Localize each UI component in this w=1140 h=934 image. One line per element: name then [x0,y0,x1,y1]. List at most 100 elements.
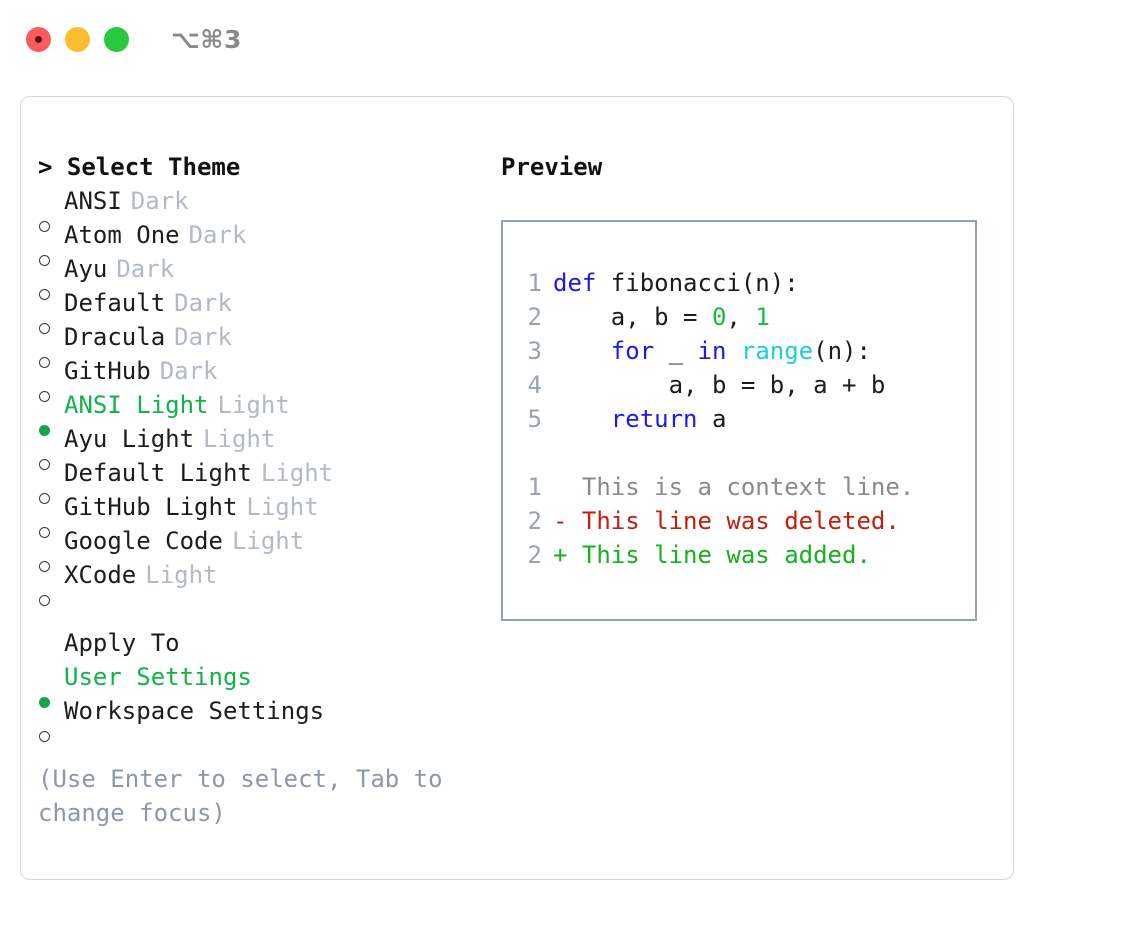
code-token-plain: a, b = [553,303,712,331]
theme-variant-label: Dark [116,255,175,283]
radio-dot [39,731,50,742]
theme-variant-label: Dark [188,221,247,249]
theme-label: GitHub [64,357,151,385]
code-line-number: 1 [527,269,542,297]
apply-to-item[interactable]: Workspace Settings [38,694,488,742]
theme-label: ANSI Light [64,391,209,419]
code-token-plain [553,337,611,365]
theme-item[interactable]: XCode Light [38,558,488,606]
code-line-number: 5 [527,405,542,433]
theme-variant-label: Dark [174,323,232,351]
theme-label: Ayu [64,255,108,283]
radio-dot [39,289,50,300]
code-line-number: 2 [527,303,542,331]
theme-variant-label: Light [203,425,276,453]
page-title: > Select Theme [38,153,241,181]
diff-line-added: 2 + This line was added. [516,538,914,572]
code-line: 4 a, b = b, a + b [516,368,914,402]
theme-variant-label: Dark [159,357,218,385]
radio-dot [39,697,50,708]
code-line: 1 def fibonacci(n): [516,266,914,300]
theme-item[interactable]: Default Dark [38,286,488,334]
theme-item[interactable]: Atom One Dark [38,218,488,266]
theme-item[interactable]: GitHub Dark [38,354,488,402]
radio-dot [39,459,50,470]
code-line: 3 for _ in range(n): [516,334,914,368]
code-line: 2 a, b = 0, 1 [516,300,914,334]
diff-line-number: 2 [527,541,542,569]
diff-line-number: 2 [527,507,542,535]
diff-line-text: This line was added. [567,541,871,569]
theme-item[interactable]: Dracula Dark [38,320,488,368]
code-diff-separator [516,436,914,470]
theme-item[interactable]: Ayu Light Light [38,422,488,470]
code-token-num: 1 [755,303,770,331]
code-line-text: a, b = 0, 1 [553,300,770,334]
apply-to-label: User Settings [64,663,252,691]
code-token-plain [726,337,740,365]
keyboard-shortcut-label: ⌥⌘3 [171,24,242,54]
radio-dot [39,561,50,572]
code-line-text: def fibonacci(n): [553,266,799,300]
theme-label: Default [64,289,166,317]
maximize-window-button[interactable] [104,26,129,52]
keyboard-hint-text: (Use Enter to select, Tab to change focu… [38,765,458,827]
radio-dot [39,255,50,266]
code-token-plain: (n): [813,337,871,365]
apply-to-label: Workspace Settings [64,697,325,725]
code-token-kw: return [610,405,698,433]
close-window-button[interactable] [26,26,51,52]
theme-item[interactable]: ANSI Light Light [38,388,488,436]
radio-dot [39,493,50,504]
theme-item[interactable]: Ayu Dark [38,252,488,300]
theme-label: Atom One [64,221,180,249]
preview-title: Preview [501,153,603,181]
diff-sign: + [553,541,568,569]
code-line-text: return a [553,402,727,436]
code-token-plain [553,405,611,433]
theme-item[interactable]: Default Light Light [38,456,488,504]
theme-variant-label: Light [145,561,218,589]
traffic-light-group [26,26,129,52]
theme-variant-label: Light [217,391,290,419]
apply-to-item[interactable]: User Settings [38,660,488,708]
code-token-kw: def [553,269,611,297]
radio-dot [39,323,50,334]
window-titlebar: ⌥⌘3 [0,0,1140,78]
code-token-fn: range [740,337,814,365]
theme-variant-label: Dark [130,187,189,215]
diff-line-context: 1 This is a context line. [516,470,915,504]
theme-label: GitHub Light [64,493,238,521]
radio-dot [39,595,50,606]
radio-dot [39,425,50,436]
minimize-window-button[interactable] [65,26,90,52]
diff-sign [553,470,567,504]
diff-line-deleted: 2- This line was deleted. [516,504,914,538]
code-token-plain: _ [654,337,698,365]
radio-dot [39,527,50,538]
theme-variant-label: Dark [174,289,232,317]
theme-label: Default Light [64,459,252,487]
radio-dot [39,391,50,402]
code-token-num: 0 [711,303,727,331]
theme-variant-label: Light [231,527,305,555]
theme-label: Ayu Light [64,425,195,453]
list-spacer [38,592,488,626]
code-line-text: for _ in range(n): [553,334,871,368]
radio-dot [39,357,50,368]
code-token-kw: in [697,337,727,365]
theme-variant-label: Light [260,459,334,487]
code-token-plain: a [697,405,727,433]
theme-label: Dracula [64,323,166,351]
theme-label: XCode [64,561,137,589]
